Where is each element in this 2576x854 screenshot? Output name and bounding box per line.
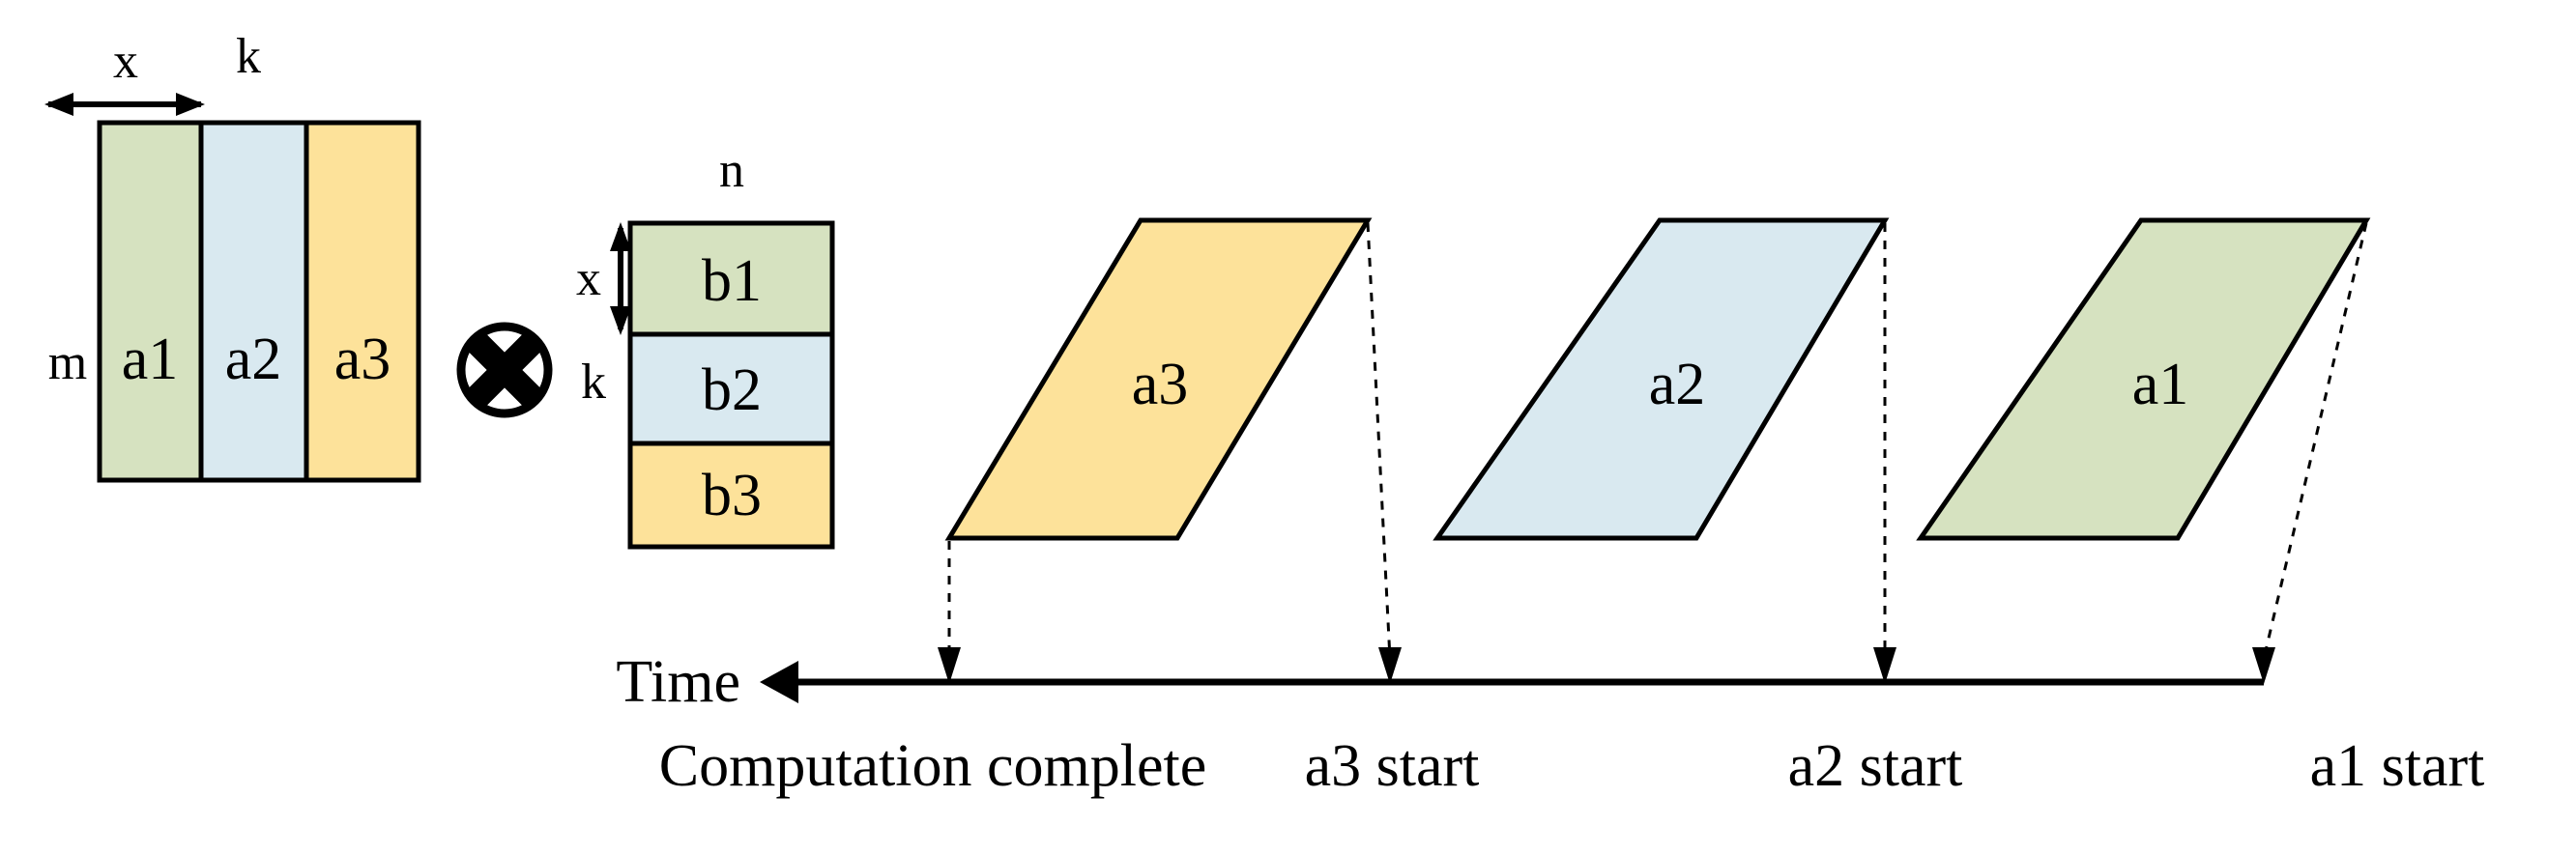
timeline-tick-captions-group: Computation complete a3 start a2 start a… (659, 733, 2485, 799)
timeline-drop-lines-group (938, 222, 2368, 684)
matrix-b-n-label: n (719, 143, 744, 198)
matrix-b-x-label: x (576, 251, 601, 306)
drop-arrowhead-a3-start (1378, 647, 1402, 684)
matrix-a-tile-a2 (198, 120, 309, 483)
matrix-a-x-label: x (113, 34, 138, 89)
timeline-block-a1-label: a1 (2132, 352, 2189, 417)
matrix-b-tile-b1-label: b1 (702, 248, 762, 314)
matrix-a-tile-a1-label: a1 (122, 327, 179, 392)
matrix-a-tile-a3 (304, 120, 421, 483)
matrix-a-k-label: k (236, 29, 261, 84)
matrix-a-m-label: m (48, 335, 87, 390)
timeline-block-a3 (944, 217, 1373, 541)
drop-arrowhead-a2-start (1873, 647, 1896, 684)
drop-line-a1-start (2262, 222, 2368, 660)
timeline-block-a2-label: a2 (1649, 352, 1706, 417)
time-axis-group: Time (616, 649, 2264, 715)
drop-arrowhead-computation-complete (938, 647, 961, 684)
tick-label-a2-start: a2 start (1788, 733, 1963, 799)
matrix-b-group: n x k b1 b2 b3 (576, 143, 835, 550)
timeline-blocks-group: a3 a2 a1 (944, 217, 2371, 541)
matrix-a-tile-a2-label: a2 (225, 327, 282, 392)
time-axis-label: Time (616, 649, 740, 715)
tick-label-computation-complete: Computation complete (659, 733, 1207, 799)
matrix-b-tile-b3-label: b3 (702, 463, 762, 528)
matrix-b-tile-b1 (627, 220, 835, 337)
multiply-operator-icon (456, 322, 553, 418)
matrix-a-tile-a1 (97, 120, 204, 483)
matrix-b-x-span-arrow (610, 222, 631, 335)
drop-arrowhead-a1-start (2252, 647, 2275, 684)
timeline-block-a3-label: a3 (1132, 352, 1189, 417)
matrix-b-tile-b2-label: b2 (702, 357, 762, 423)
matrix-a-tile-a3-label: a3 (334, 327, 391, 392)
timeline-block-a2 (1433, 217, 1890, 541)
time-axis-arrowhead (760, 661, 798, 703)
tick-label-a1-start: a1 start (2310, 733, 2485, 799)
timeline-block-a1 (1916, 217, 2371, 541)
drop-line-a3-start (1366, 222, 1392, 660)
tick-label-a3-start: a3 start (1305, 733, 1480, 799)
matrix-b-tile-b3 (627, 441, 835, 550)
matrix-b-k-label: k (581, 355, 606, 410)
matrix-a-group: x k a1 a2 a3 m (44, 29, 421, 483)
matrix-a-x-span-arrow (44, 93, 205, 116)
